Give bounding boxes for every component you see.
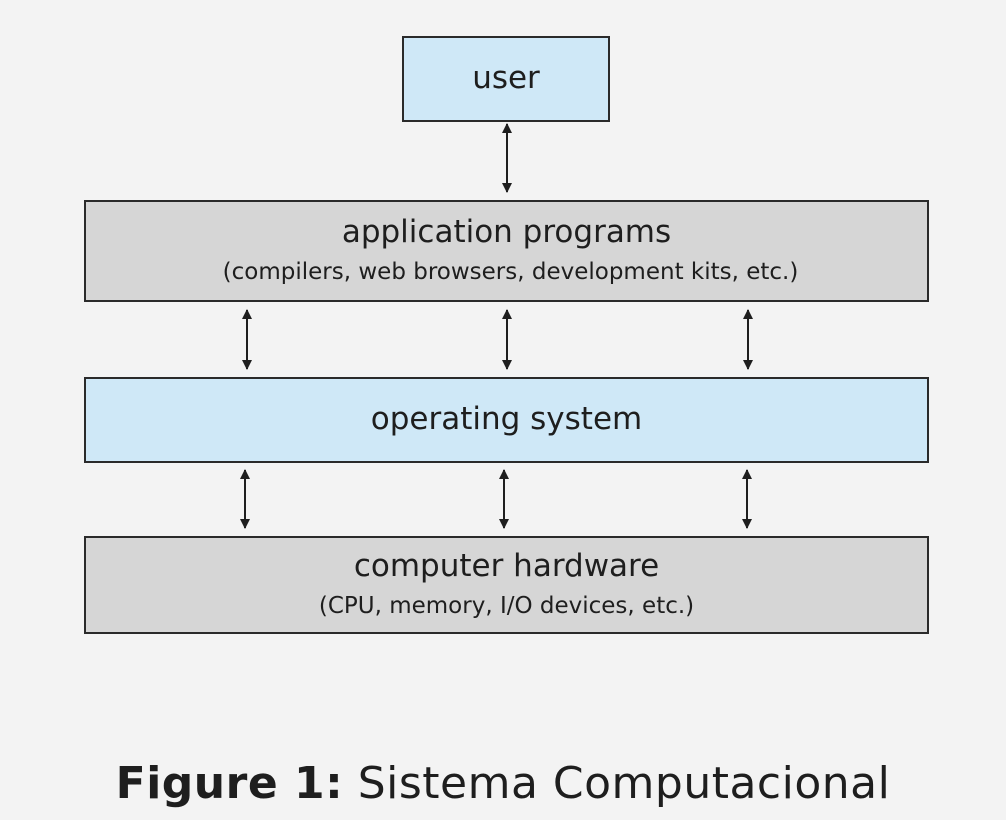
user-label: user [472, 60, 540, 97]
application-programs-box: application programs (compilers, web bro… [84, 200, 929, 302]
computer-hardware-title: computer hardware [353, 548, 660, 585]
user-box: user [402, 36, 610, 122]
figure-caption-text: Sistema Computacional [357, 758, 891, 809]
computer-hardware-subtitle: (CPU, memory, I/O devices, etc.) [318, 593, 695, 620]
computer-hardware-box: computer hardware (CPU, memory, I/O devi… [84, 536, 929, 634]
figure-caption-label: Figure 1: [115, 758, 344, 809]
operating-system-title: operating system [370, 401, 643, 438]
application-programs-title: application programs [341, 214, 672, 251]
figure-caption: Figure 1: Sistema Computacional [0, 758, 1006, 809]
operating-system-box: operating system [84, 377, 929, 463]
application-programs-subtitle: (compilers, web browsers, development ki… [222, 259, 799, 286]
